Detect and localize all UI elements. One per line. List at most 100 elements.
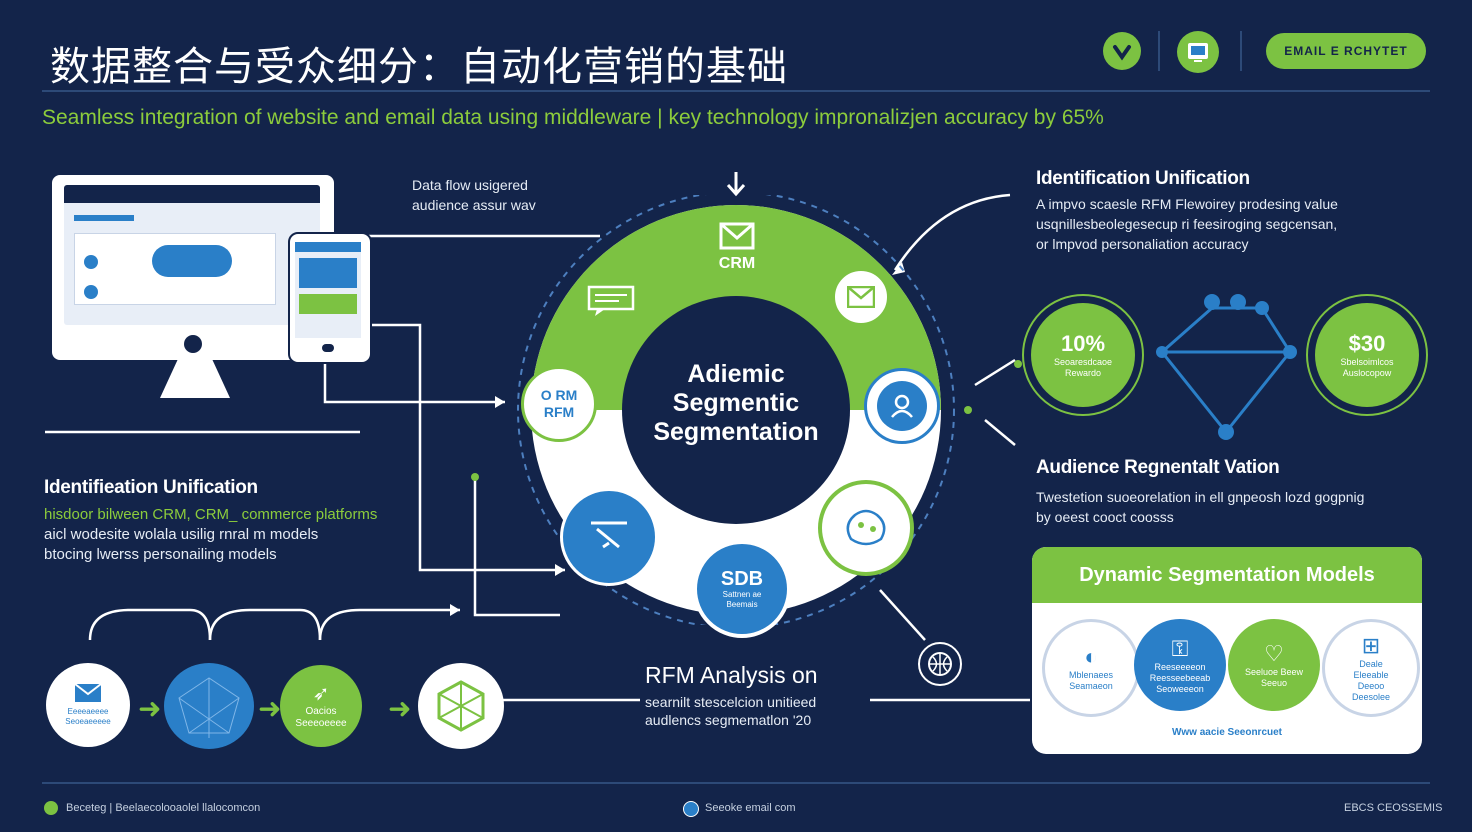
audience-line-1: Twestetion suoeorelation in ell gnpeosh … (1036, 489, 1365, 505)
chat-bubble-icon (587, 285, 635, 316)
phone-mockup (288, 232, 372, 364)
ring-title-line-3: Segmentation (653, 418, 819, 446)
flow-node-hub[interactable] (418, 663, 504, 749)
left-identification-block: Identifieation Unification hisdoor bilwe… (44, 477, 377, 565)
left-ident-line-1: hisdoor bilween CRM, CRM_ commerce platf… (44, 506, 378, 523)
envelope-icon (719, 222, 755, 250)
stat-left-sub: Seoaresdcaoe Rewardo (1053, 357, 1113, 378)
stat-left-value: 10% (1060, 331, 1106, 356)
flow-node-network[interactable] (164, 663, 254, 749)
sdb-label: SDB (720, 568, 764, 590)
header-divider (1158, 31, 1160, 71)
grid-icon: ⊞ (1361, 633, 1381, 658)
audience-title: Audience Regnentalt Vation (1036, 457, 1280, 478)
footer-globe-icon (683, 801, 699, 817)
chart-icon (591, 521, 627, 549)
right-ident-line-2: usqnillesbeolegesecup ri feesiroging seg… (1036, 216, 1338, 232)
email-button[interactable]: EMAIL E RCHYTET (1266, 33, 1426, 69)
subtitle: Seamless integration of website and emai… (42, 106, 1104, 129)
audience-line-2: by oeest cooct coosss (1036, 509, 1174, 525)
envelope-icon (74, 683, 102, 702)
model-3-label: Seeluoe Beew Seeuo (1244, 667, 1304, 688)
network-diagram (1156, 294, 1297, 440)
rfm-label-line-2: RFM (543, 404, 575, 420)
right-identification-block: Identification Unification A impvo scaes… (1036, 168, 1338, 254)
model-3[interactable]: ♡ Seeluoe Beew Seeuo (1228, 619, 1320, 711)
ring-title-line-2: Segmentic (672, 389, 800, 417)
device-icon[interactable] (1177, 31, 1219, 73)
profile-node[interactable] (864, 368, 940, 444)
crm-label: CRM (718, 255, 756, 272)
right-ident-line-1: A impvo scaesle RFM Flewoirey prodesing … (1036, 196, 1338, 212)
audience-block: Audience Regnentalt Vation Twestetion su… (1036, 457, 1364, 527)
model-4-label: Deale Eleeable Deeoo Deesolee (1351, 659, 1391, 702)
ring-center-title: Adiemic Segmentic Segmentation (610, 360, 862, 447)
arrow-right-icon-3: ➜ (388, 693, 412, 724)
header-divider-2 (1240, 31, 1242, 71)
flow-node-launch-label: Oacios Seeeoeeee (295, 706, 347, 729)
footer-logo-icon (44, 801, 58, 815)
model-1-label: Mblenaees Seamaeon (1068, 670, 1114, 691)
stat-right-ring: $30 Sbelsoimlcos Auslocopow (1306, 294, 1428, 416)
header-rule (42, 90, 1430, 92)
dynamic-models-title: Dynamic Segmentation Models (1032, 547, 1422, 603)
mail-icon (847, 286, 875, 308)
key-icon: ⚿ (1171, 635, 1189, 661)
ring-title-line-1: Adiemic (687, 360, 785, 388)
model-1[interactable]: ◐ Mblenaees Seamaeon (1042, 619, 1140, 717)
handshake-icon: ♡ (1264, 641, 1284, 666)
crm-node[interactable]: CRM (702, 222, 772, 273)
rfm-node[interactable]: O RM RFM (521, 366, 597, 442)
right-ident-title: Identification Unification (1036, 168, 1250, 189)
model-4[interactable]: ⊞ Deale Eleeable Deeoo Deesolee (1322, 619, 1420, 717)
rfm-analysis-title: RFM Analysis on (645, 662, 818, 688)
footer-left: Beceteg | Beelaecolooaolel llalocomcon (66, 802, 261, 814)
flow-note-line-1: Data flow usigered (412, 177, 528, 193)
model-2[interactable]: ⚿ Reeseeeeon Reesseebeeab Seoweeeon (1134, 619, 1226, 711)
right-ident-line-3: or lmpvod personaliation accuracy (1036, 236, 1249, 252)
footer-right: EBCS CEOSSEMIS (1344, 802, 1443, 814)
rfm-analysis-block: RFM Analysis on searnilt stescelcion uni… (645, 662, 818, 729)
sdb-node[interactable]: SDB Sattnen ae Beemais (693, 540, 791, 638)
left-ident-line-2: aicl wodesite wolala usilig rnral m mode… (44, 526, 319, 543)
molecule-icon (437, 680, 485, 732)
left-ident-line-3: btocing lwerss personailing models (44, 546, 277, 563)
rfm-label-line-1: O RM (540, 387, 578, 403)
flow-node-email[interactable]: Eeeeaeeee Seoeaeeeee (46, 663, 130, 747)
globe-icon: ◐ (1084, 644, 1098, 669)
analytics-node[interactable] (560, 488, 658, 586)
page-title: 数据整合与受众细分：自动化营销的基础 (50, 44, 788, 90)
desktop-mockup (52, 175, 334, 360)
model-2-label: Reeseeeeon Reesseebeeab Seoweeeon (1149, 661, 1211, 694)
stat-left[interactable]: 10% Seoaresdcaoe Rewardo (1031, 303, 1135, 407)
dynamic-models-card: Dynamic Segmentation Models ◐ Mblenaees … (1032, 547, 1422, 754)
stat-right-value: $30 (1348, 331, 1386, 356)
rocket-icon: ➶ (312, 683, 330, 705)
stat-left-ring: 10% Seoaresdcaoe Rewardo (1022, 294, 1144, 416)
chat-node[interactable] (584, 282, 638, 320)
website-screen (64, 185, 320, 325)
arrow-right-icon-2: ➜ (258, 693, 282, 724)
stat-right[interactable]: $30 Sbelsoimlcos Auslocopow (1315, 303, 1419, 407)
sdb-sub: Sattnen ae Beemais (722, 590, 762, 609)
brain-node[interactable] (818, 480, 914, 576)
globe-link-icon[interactable] (918, 642, 962, 686)
stat-right-sub: Sbelsoimlcos Auslocopow (1340, 357, 1394, 378)
flow-node-email-label: Eeeeaeeee Seoeaeeeee (65, 707, 111, 726)
flow-note: Data flow usigered audience assur wav (412, 175, 536, 215)
network-globe-icon (178, 677, 240, 738)
rfm-analysis-line-2: audlencs segmematlon '20 (645, 712, 812, 728)
check-icon[interactable] (1103, 32, 1141, 70)
left-ident-title: Identifieation Unification (44, 477, 258, 498)
arrow-right-icon: ➜ (138, 693, 162, 724)
footer-email-link[interactable]: Seeoke email com (705, 802, 796, 814)
brain-icon (846, 509, 886, 546)
flow-node-launch[interactable]: ➶ Oacios Seeeoeeee (280, 665, 362, 747)
user-profile-icon (877, 381, 927, 431)
email-node[interactable] (832, 268, 890, 326)
flow-note-line-2: audience assur wav (412, 197, 536, 213)
footer-rule (42, 782, 1430, 784)
rfm-analysis-line-1: searnilt stescelcion unitieed (645, 694, 817, 710)
dynamic-models-footer: Www aacie Seeonrcuet (1171, 727, 1283, 738)
